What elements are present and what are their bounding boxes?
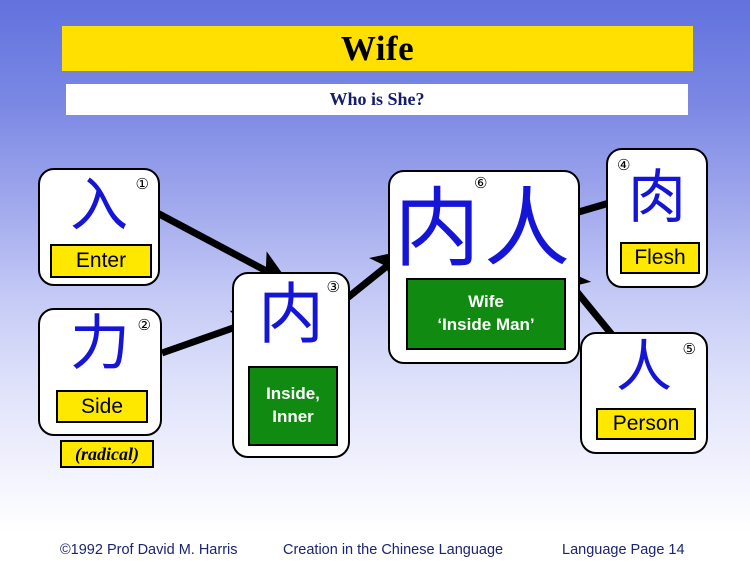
character-glyph-person: 人 (616, 335, 672, 400)
card-marker-2: ② (137, 316, 151, 334)
card-label-wife-line1: Wife (468, 292, 504, 312)
card-marker-3: ③ (326, 278, 340, 296)
arrow-enter-to-inner (144, 203, 290, 284)
slide-footer: ©1992 Prof David M. Harris Creation in t… (0, 518, 750, 578)
footer-series-title: Creation in the Chinese Language (283, 542, 504, 558)
character-glyph-wife: 内人 (394, 179, 574, 279)
character-card-wife[interactable]: 内人 ⑥ Wife ‘Inside Man’ (388, 170, 580, 364)
character-card-flesh[interactable]: 肉 ④ Flesh (606, 148, 708, 288)
card-label-enter: Enter (50, 244, 152, 278)
card-marker-4: ④ (617, 156, 631, 174)
character-glyph-inner: 内 (258, 276, 324, 353)
radical-note: (radical) (60, 440, 154, 468)
card-label-inner: Inside, Inner (248, 366, 338, 446)
footer-copyright: ©1992 Prof David M. Harris (60, 542, 238, 558)
card-label-inner-line2: Inner (272, 407, 314, 426)
card-marker-6: ⑥ (474, 174, 488, 192)
card-label-flesh: Flesh (620, 242, 700, 274)
character-card-enter[interactable]: 入 ① Enter (38, 168, 160, 286)
page-subtitle: Who is She? (329, 89, 425, 109)
card-marker-1: ① (135, 175, 149, 193)
card-label-wife-line2: ‘Inside Man’ (437, 315, 535, 334)
slide-subtitle-bar: Who is She? (66, 84, 688, 115)
character-glyph-enter: 入 (69, 171, 128, 239)
card-label-side: Side (56, 390, 148, 423)
card-label-wife: Wife ‘Inside Man’ (406, 278, 566, 350)
character-card-side[interactable]: 力 ② Side (38, 308, 162, 436)
card-label-inner-line1: Inside, (266, 384, 320, 404)
character-card-person[interactable]: 人 ⑤ Person (580, 332, 708, 454)
character-glyph-flesh: 肉 (627, 163, 686, 231)
slide-title-bar: Wife (62, 26, 693, 71)
card-label-person: Person (596, 408, 696, 440)
character-card-inner[interactable]: 内 ③ Inside, Inner (232, 272, 350, 458)
footer-page-number: Language Page 14 (562, 542, 685, 558)
card-marker-5: ⑤ (682, 340, 696, 358)
character-glyph-side: 力 (70, 309, 130, 379)
page-title: Wife (340, 28, 415, 68)
